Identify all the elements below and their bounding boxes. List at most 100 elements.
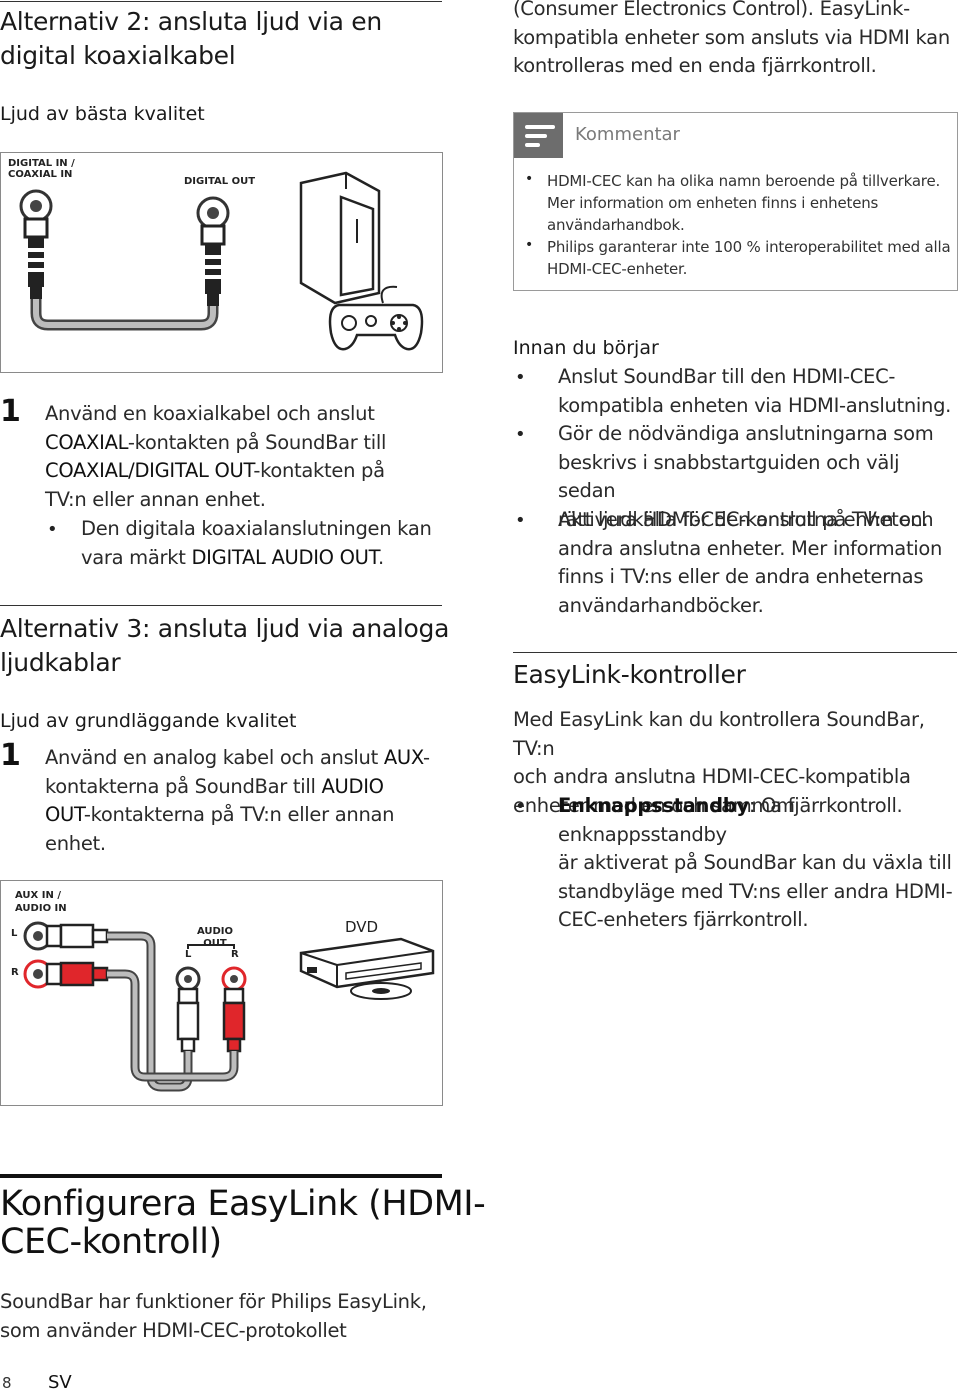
- easylink-title-line2: CEC-kontroll): [0, 1222, 222, 1262]
- note-line: användarhandbok.: [547, 216, 685, 234]
- aux-l-label: L: [11, 928, 18, 939]
- easylink-title-line1: Konfigurera EasyLink (HDMI-: [0, 1184, 486, 1224]
- step1-bullet-suffix: .: [377, 545, 384, 569]
- alt3-quality-heading: Ljud av grundläggande kvalitet: [0, 710, 297, 732]
- note-icon: [514, 113, 563, 158]
- coaxial-plug-right-icon: [200, 224, 226, 306]
- alt3-title-line1: Alternativ 3: ansluta ljud via analoga: [0, 614, 450, 643]
- controls-line: Med EasyLink kan du kontrollera SoundBar…: [513, 708, 925, 760]
- step2-line-start: kontakterna på SoundBar till: [45, 774, 316, 798]
- note-title: Kommentar: [575, 124, 680, 145]
- note-line: Philips garanterar inte 100 % interopera…: [547, 238, 951, 256]
- before-item-2: Gör de nödvändiga anslutningarna som bes…: [558, 420, 958, 534]
- before-line: beskrivs i snabbstartguiden och välj sed…: [558, 450, 900, 503]
- cec-continuation-text: (Consumer Electronics Control). EasyLink…: [513, 0, 958, 81]
- digital-out-label: DIGITAL OUT: [184, 176, 256, 187]
- controls-line: enheter med en och samma fjärrkontroll.: [513, 793, 903, 817]
- alt2-quality-heading: Ljud av bästa kvalitet: [0, 103, 205, 125]
- step2-line-start: Använd en analog kabel och anslut: [45, 746, 378, 769]
- standby-item: Enknappsstandby: Om enknappsstandby är a…: [558, 792, 958, 935]
- before-item-3: Aktivera HDMI-CEC-kontroll på TV:n och a…: [558, 506, 958, 620]
- easylink-intro: SoundBar har funktioner för Philips Easy…: [0, 1288, 440, 1345]
- before-line: rätt ljudkälla för den anslutna enheten.: [558, 507, 929, 531]
- section-rule-easylink: [0, 1174, 442, 1178]
- controls-text: Med EasyLink kan du kontrollera SoundBar…: [513, 706, 960, 820]
- coaxial-connection-figure: DIGITAL IN / COAXIAL IN DIGITAL OUT: [0, 152, 443, 373]
- note-bullet-2: Philips garanterar inte 100 % interopera…: [547, 236, 952, 280]
- note-line: HDMI-CEC-enheter.: [547, 260, 688, 278]
- before-line: Anslut SoundBar till den HDMI-CEC-: [558, 365, 896, 388]
- step1-bullet-line: Den digitala koaxialanslutningen kan: [81, 517, 432, 540]
- analog-diagram: [23, 921, 435, 1092]
- step-number: 1: [0, 394, 21, 429]
- cec-line: kompatibla enheter som ansluts via HDMI …: [513, 25, 950, 49]
- bullet-icon: •: [515, 510, 526, 531]
- step1-line: COAXIAL-kontakten på SoundBar till: [45, 429, 440, 458]
- step2-line: OUT-kontakterna på TV:n eller annan: [45, 801, 440, 830]
- easylink-intro-line: SoundBar har funktioner för Philips Easy…: [0, 1290, 427, 1313]
- step1-line: COAXIAL/DIGITAL OUT-kontakten på: [45, 457, 440, 486]
- aux-in-label: AUX IN / AUDIO IN: [15, 890, 67, 914]
- before-line: Aktivera HDMI-CEC-kontroll på TV:n och: [558, 508, 934, 531]
- rca-plug-white-vertical-icon: [176, 987, 200, 1053]
- cec-line: kontrolleras med en enda fjärrkontroll.: [513, 54, 877, 78]
- before-line: användarhandböcker.: [558, 593, 764, 617]
- controls-title: EasyLink-kontroller: [513, 660, 746, 689]
- aux-label: AUX: [383, 746, 423, 769]
- step1-bullet-prefix: vara märkt: [81, 545, 186, 569]
- step1-text: Använd en koaxialkabel och anslut COAXIA…: [45, 400, 440, 514]
- step2-line: Använd en analog kabel och anslut AUX-: [45, 744, 440, 773]
- coaxial-label: COAXIAL: [45, 430, 128, 454]
- cec-line: (Consumer Electronics Control). EasyLink…: [513, 0, 910, 20]
- standby-line: Enknappsstandby: Om enknappsstandby: [558, 792, 958, 849]
- coaxial-diagram: [19, 171, 424, 351]
- game-console-icon: [299, 171, 381, 305]
- step2-line: kontakterna på SoundBar till AUDIO: [45, 773, 440, 802]
- out-label: OUT: [45, 803, 84, 827]
- coaxial-in-label: DIGITAL IN / COAXIAL IN: [8, 158, 75, 180]
- language-code: SV: [48, 1372, 72, 1393]
- before-line: Gör de nödvändiga anslutningarna som: [558, 422, 934, 445]
- rca-plug-white-icon: [45, 923, 109, 949]
- dvd-player-icon: [299, 937, 435, 1000]
- standby-line: standbyläge med TV:ns eller andra HDMI-: [558, 879, 953, 903]
- analog-connection-figure: AUX IN / AUDIO IN L R AUDIO OUT L R DVD: [0, 880, 443, 1106]
- alt3-title-line2: ljudkablar: [0, 648, 121, 677]
- gamepad-icon: [328, 285, 424, 351]
- note-box: Kommentar • HDMI-CEC kan ha olika namn b…: [513, 112, 958, 291]
- audio-out-r-label: R: [231, 949, 239, 960]
- step1-line-rest: -kontakten på SoundBar till: [127, 430, 387, 454]
- bullet-icon: •: [525, 237, 534, 253]
- controls-line: och andra anslutna HDMI-CEC-kompatibla: [513, 765, 911, 789]
- standby-line: är aktiverat på SoundBar kan du växla ti…: [558, 851, 952, 875]
- step1-line: Använd en koaxialkabel och anslut: [45, 402, 375, 425]
- step1-bullet-text: Den digitala koaxialanslutningen kan var…: [81, 515, 441, 572]
- section-rule-alt3: [0, 605, 442, 606]
- section-rule-controls: [513, 652, 957, 653]
- note-bullet-1: HDMI-CEC kan ha olika namn beroende på t…: [547, 170, 952, 236]
- step2-line: enhet.: [45, 831, 106, 855]
- audio-out-label: AUDIO OUT: [196, 926, 234, 949]
- before-line: finns i TV:ns eller de andra enheternas: [558, 565, 924, 589]
- page-number: 8: [2, 1374, 12, 1392]
- before-line: andra anslutna enheter. Mer information: [558, 536, 943, 560]
- digital-audio-out-label: DIGITAL AUDIO OUT: [191, 545, 378, 569]
- before-heading: Innan du börjar: [513, 337, 659, 359]
- step-number: 1: [0, 738, 21, 773]
- step2-line-rest: -kontakterna på TV:n eller annan: [83, 803, 395, 827]
- bullet-icon: •: [515, 796, 526, 817]
- step2-hyphen: -: [422, 746, 430, 769]
- alt2-title: Alternativ 2: ansluta ljud via en digita…: [0, 7, 382, 70]
- standby-line-rest: : Om enknappsstandby: [558, 794, 795, 846]
- coaxial-plug-left-icon: [23, 217, 49, 299]
- dvd-label: DVD: [345, 918, 379, 936]
- audio-out-l-label: L: [185, 949, 192, 960]
- bullet-icon: •: [525, 171, 534, 187]
- bullet-icon: •: [47, 519, 58, 540]
- audio-label: AUDIO: [321, 774, 384, 798]
- bullet-icon: •: [515, 367, 526, 388]
- standby-label: Enknappsstandby: [558, 794, 749, 817]
- coaxial-digital-out-label: COAXIAL/DIGITAL OUT: [45, 459, 254, 483]
- note-line: HDMI-CEC kan ha olika namn beroende på t…: [547, 172, 941, 190]
- note-line: Mer information om enheten finns i enhet…: [547, 194, 879, 212]
